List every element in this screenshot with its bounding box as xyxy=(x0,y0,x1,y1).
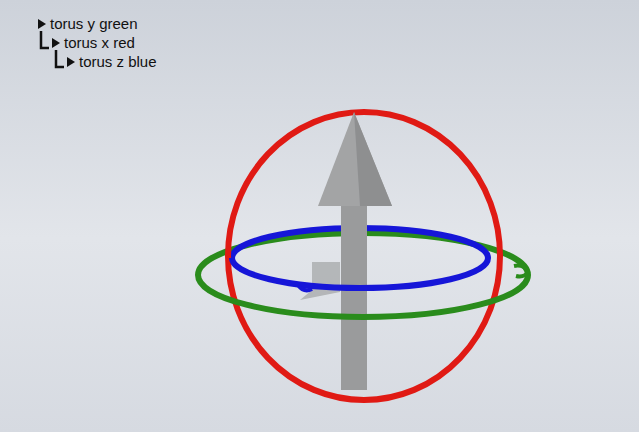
arrow-head xyxy=(318,112,392,206)
green-ring-front xyxy=(198,275,528,317)
arrow-shaft xyxy=(341,205,367,390)
outliner-item: torus y green xyxy=(50,15,138,33)
pointer-shape xyxy=(300,262,340,300)
green-ring-nub xyxy=(514,266,528,277)
red-ring-right xyxy=(364,112,500,400)
blue-ring-nub xyxy=(298,285,312,290)
outliner-item: torus z blue xyxy=(79,53,157,71)
outliner-item: torus x red xyxy=(64,34,135,52)
arrow-head-shade xyxy=(354,112,392,206)
blue-ring-front xyxy=(232,258,488,288)
